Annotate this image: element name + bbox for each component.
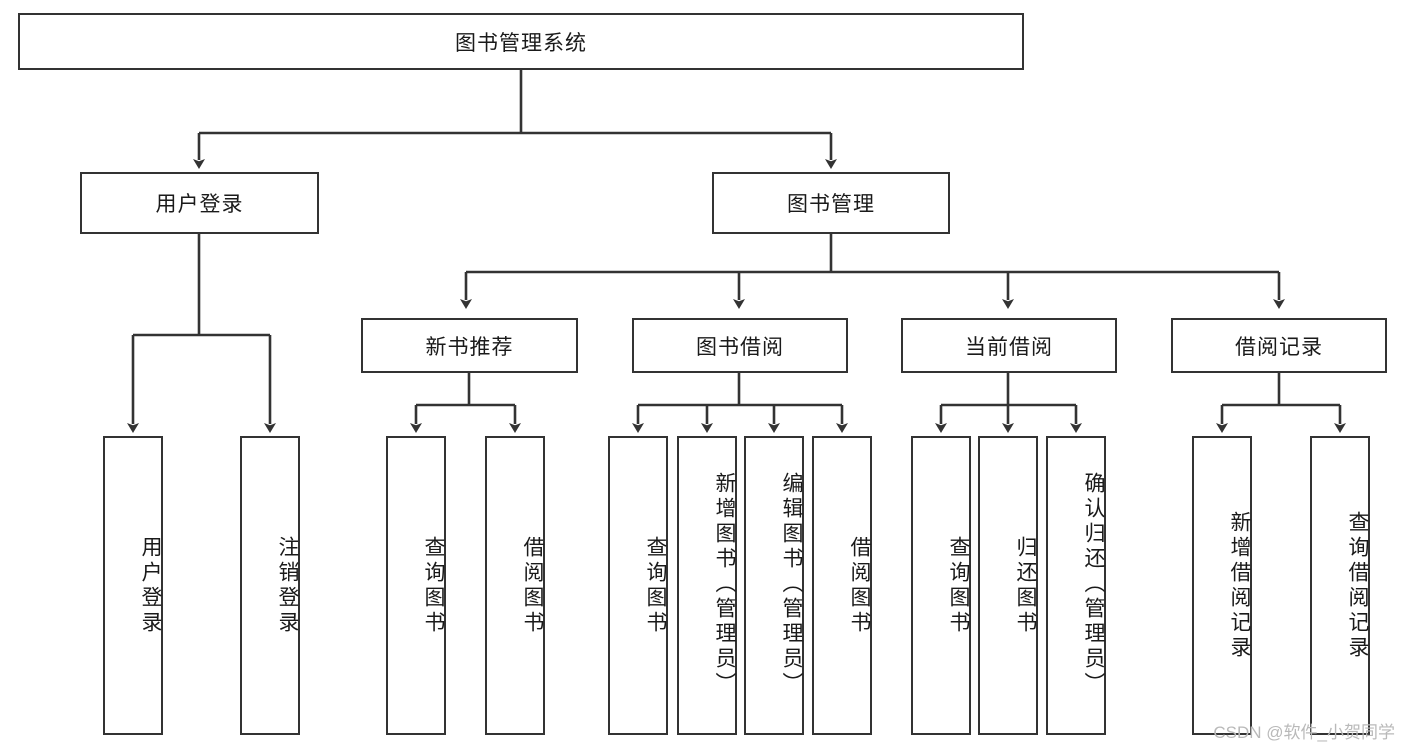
node-book-manage[interactable]: 图书管理 [712, 172, 950, 234]
node-leaf-edit-book[interactable]: 编辑图书（管理员） [744, 436, 804, 735]
node-book-borrow-label: 图书借阅 [696, 335, 784, 359]
node-leaf-user-login-label: 用户登录 [139, 535, 162, 636]
node-leaf-borrow-book-2[interactable]: 借阅图书 [812, 436, 872, 735]
node-new-book-recommend-label: 新书推荐 [425, 335, 514, 359]
node-root[interactable]: 图书管理系统 [18, 13, 1024, 70]
node-current-borrow[interactable]: 当前借阅 [901, 318, 1117, 373]
node-root-label: 图书管理系统 [455, 31, 587, 55]
node-borrow-record[interactable]: 借阅记录 [1171, 318, 1387, 373]
node-leaf-query-book-3-label: 查询图书 [947, 535, 970, 636]
node-leaf-query-record-label: 查询借阅记录 [1346, 510, 1369, 661]
node-leaf-add-book[interactable]: 新增图书（管理员） [677, 436, 737, 735]
node-user-login[interactable]: 用户登录 [80, 172, 319, 234]
node-leaf-user-login[interactable]: 用户登录 [103, 436, 163, 735]
node-leaf-logout[interactable]: 注销登录 [240, 436, 300, 735]
node-book-borrow[interactable]: 图书借阅 [632, 318, 848, 373]
node-leaf-add-book-label: 新增图书（管理员） [713, 472, 736, 697]
watermark-text: CSDN @软件_小贺同学 [1213, 723, 1395, 742]
node-borrow-record-label: 借阅记录 [1235, 335, 1323, 359]
node-leaf-query-book-1[interactable]: 查询图书 [386, 436, 446, 735]
node-leaf-borrow-book-2-label: 借阅图书 [848, 535, 871, 636]
node-leaf-logout-label: 注销登录 [276, 535, 299, 636]
node-leaf-add-record[interactable]: 新增借阅记录 [1192, 436, 1252, 735]
node-leaf-edit-book-label: 编辑图书（管理员） [780, 472, 803, 697]
node-book-manage-label: 图书管理 [787, 193, 875, 216]
node-leaf-query-book-2-label: 查询图书 [644, 535, 667, 636]
node-new-book-recommend[interactable]: 新书推荐 [361, 318, 578, 373]
node-leaf-borrow-book-1-label: 借阅图书 [521, 535, 544, 636]
node-leaf-borrow-book-1[interactable]: 借阅图书 [485, 436, 545, 735]
node-leaf-return-book-label: 归还图书 [1014, 535, 1037, 636]
node-leaf-add-record-label: 新增借阅记录 [1228, 510, 1251, 661]
node-leaf-confirm-return-label: 确认归还（管理员） [1082, 472, 1105, 697]
node-leaf-query-book-3[interactable]: 查询图书 [911, 436, 971, 735]
node-leaf-return-book[interactable]: 归还图书 [978, 436, 1038, 735]
node-leaf-query-record[interactable]: 查询借阅记录 [1310, 436, 1370, 735]
node-current-borrow-label: 当前借阅 [965, 335, 1053, 359]
node-leaf-query-book-2[interactable]: 查询图书 [608, 436, 668, 735]
node-user-login-label: 用户登录 [155, 193, 244, 216]
node-leaf-confirm-return[interactable]: 确认归还（管理员） [1046, 436, 1106, 735]
node-leaf-query-book-1-label: 查询图书 [422, 535, 445, 636]
